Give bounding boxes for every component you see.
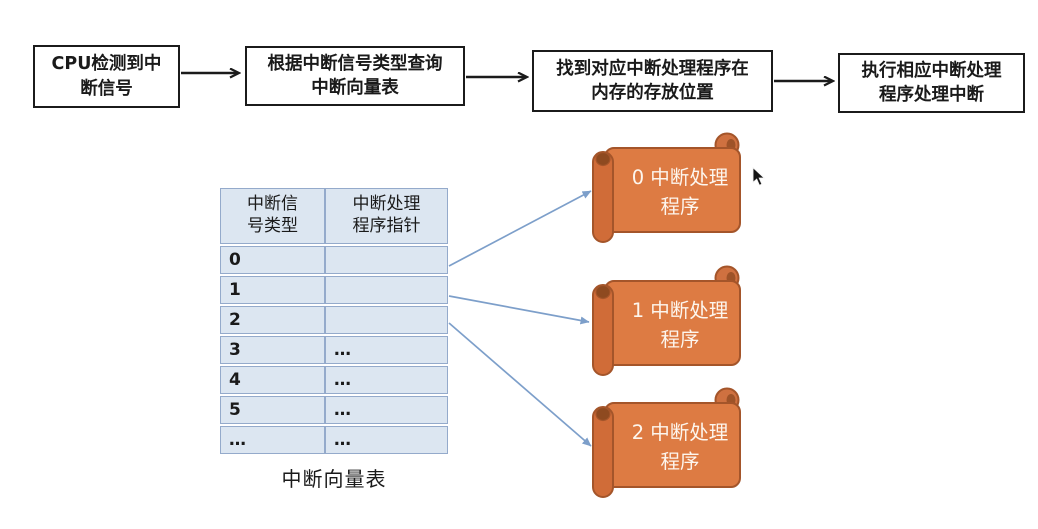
- cell-pointer: [325, 276, 448, 304]
- handler-scroll-2: 2 中断处理 程序: [588, 385, 748, 500]
- handler-label: 0 中断处理 程序: [631, 166, 729, 218]
- flow-step-label: CPU检测到中 断信号: [51, 54, 162, 99]
- col-header-signal-type: 中断信 号类型: [220, 188, 325, 244]
- flow-step-label: 根据中断信号类型查询 中断向量表: [267, 53, 443, 98]
- table-row: … …: [220, 426, 448, 454]
- pointer-arrow-2: [448, 322, 592, 447]
- cell-signal: 0: [220, 246, 325, 274]
- cell-signal: 3: [220, 336, 325, 364]
- mouse-cursor-icon: [752, 167, 766, 186]
- flow-step-label: 执行相应中断处理 程序处理中断: [861, 60, 1002, 105]
- cell-pointer: …: [325, 396, 448, 424]
- cell-pointer: [325, 306, 448, 334]
- flow-step-execute: 执行相应中断处理 程序处理中断: [838, 53, 1025, 113]
- flow-step-lookup: 根据中断信号类型查询 中断向量表: [245, 46, 465, 106]
- pointer-arrow-1: [448, 295, 590, 325]
- cell-pointer: …: [325, 426, 448, 454]
- handler-scroll-1: 1 中断处理 程序: [588, 263, 748, 378]
- cell-signal: 4: [220, 366, 325, 394]
- cell-signal: 2: [220, 306, 325, 334]
- handler-label: 2 中断处理 程序: [631, 421, 729, 473]
- flow-step-label: 找到对应中断处理程序在 内存的存放位置: [556, 58, 749, 103]
- table-row: 5 …: [220, 396, 448, 424]
- flow-step-detect: CPU检测到中 断信号: [33, 45, 180, 108]
- scroll-shape-icon: [592, 132, 741, 243]
- table-header-row: 中断信 号类型 中断处理 程序指针: [220, 188, 448, 244]
- scroll-shape-icon: [592, 387, 741, 498]
- cell-signal: 5: [220, 396, 325, 424]
- handler-scroll-0: 0 中断处理 程序: [588, 130, 748, 245]
- scroll-shape-icon: [592, 265, 741, 376]
- cell-signal: 1: [220, 276, 325, 304]
- flow-step-locate: 找到对应中断处理程序在 内存的存放位置: [532, 50, 773, 112]
- table-caption: 中断向量表: [281, 467, 387, 491]
- interrupt-vector-table: 中断信 号类型 中断处理 程序指针 0 1 2 3 … 4 … 5 … …: [220, 186, 448, 456]
- table-row: 4 …: [220, 366, 448, 394]
- col-header-handler-pointer: 中断处理 程序指针: [325, 188, 448, 244]
- cell-signal: …: [220, 426, 325, 454]
- table-row: 1: [220, 276, 448, 304]
- handler-label: 1 中断处理 程序: [631, 299, 729, 351]
- table-row: 3 …: [220, 336, 448, 364]
- cell-pointer: …: [325, 336, 448, 364]
- cell-pointer: [325, 246, 448, 274]
- pointer-arrow-0: [448, 190, 592, 267]
- table-row: 0: [220, 246, 448, 274]
- cell-pointer: …: [325, 366, 448, 394]
- table-row: 2: [220, 306, 448, 334]
